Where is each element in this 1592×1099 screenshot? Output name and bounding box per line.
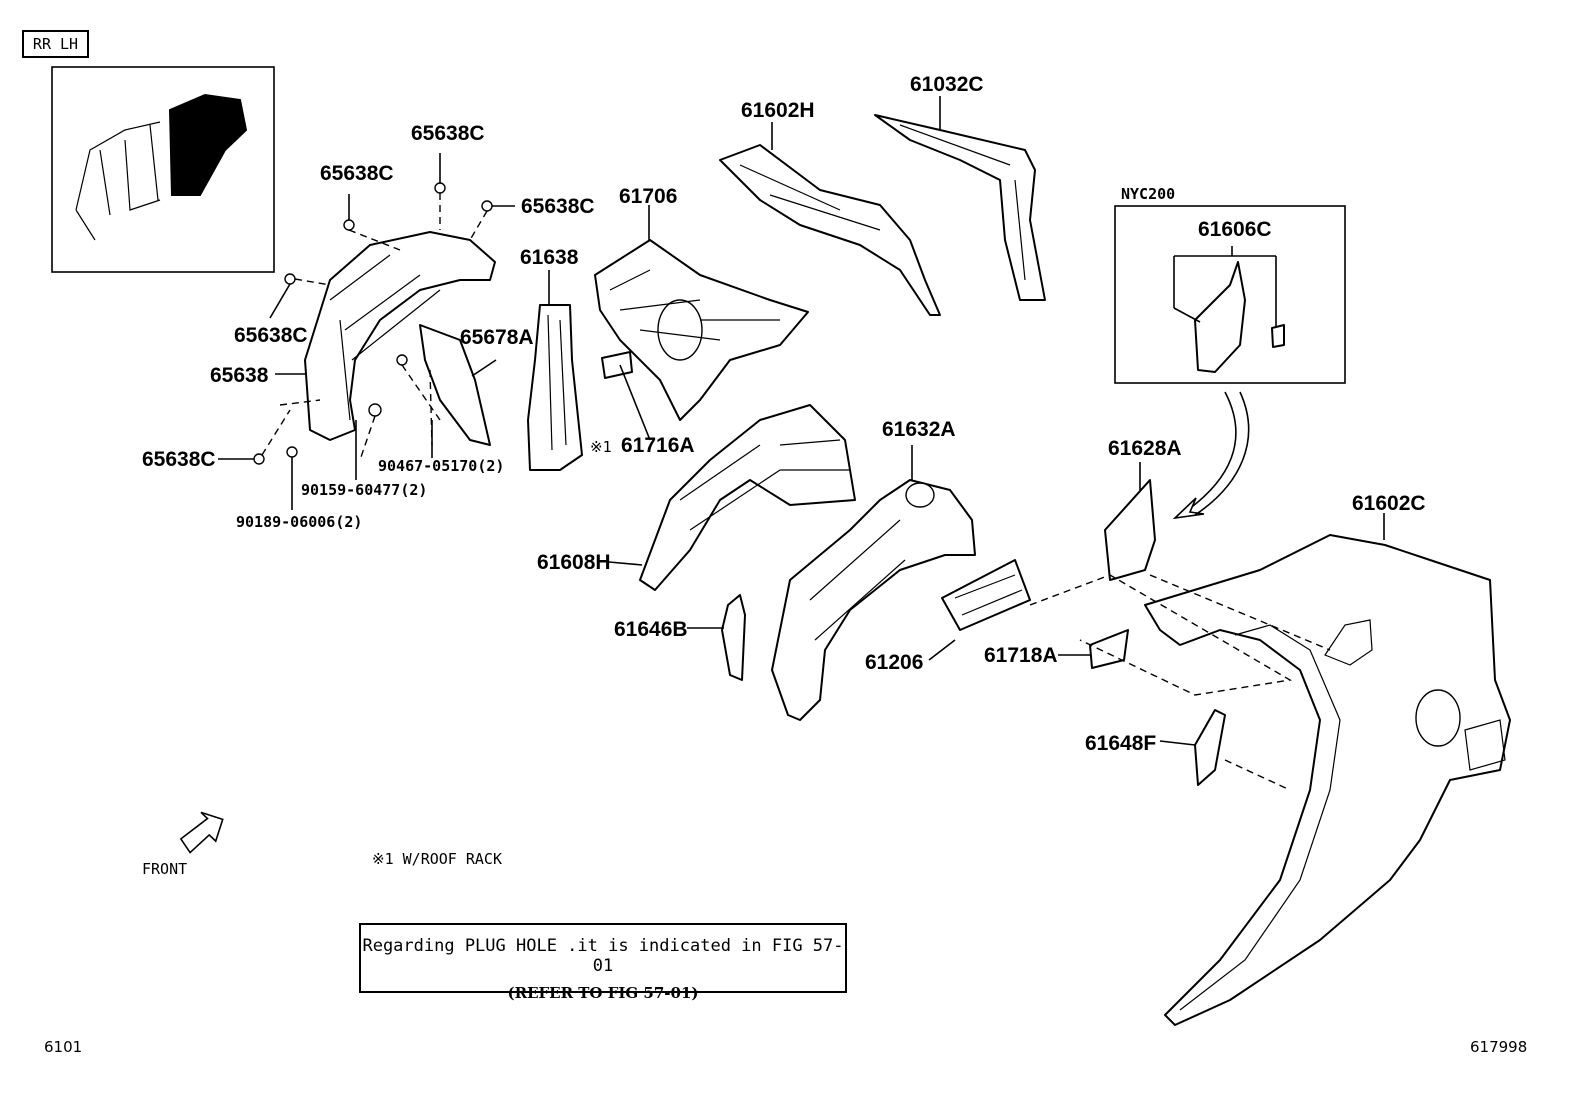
label-65638c-top: 65638C — [411, 122, 485, 145]
part-61602h-rail — [719, 122, 941, 316]
alignment-dashes — [1029, 574, 1331, 791]
label-61646b: 61646B — [614, 618, 688, 641]
label-61648f: 61648F — [1085, 732, 1156, 755]
inset-arrow — [1172, 391, 1250, 520]
part-61632a-wheelhouse-outer — [771, 445, 976, 721]
footer-left-code: 6101 — [44, 1038, 83, 1056]
part-61648f-brace — [1159, 709, 1226, 786]
label-65638c-bottom: 65638C — [142, 448, 216, 471]
note-line-2: (REFER TO FIG 57-01) — [507, 984, 699, 1002]
part-65638-fender-liner — [275, 231, 496, 441]
front-label: FRONT — [142, 860, 187, 878]
label-90159: 90159-60477(2) — [301, 481, 427, 499]
label-nyc200: NYC200 — [1121, 185, 1175, 203]
front-arrow-icon — [179, 811, 224, 854]
part-61646b-brace — [687, 594, 746, 681]
part-61032c-rail — [874, 96, 1046, 301]
label-61032c: 61032C — [910, 73, 984, 96]
label-90467: 90467-05170(2) — [378, 457, 504, 475]
part-65678a-mudguard — [419, 324, 497, 446]
part-61628a-bracket — [1104, 462, 1156, 581]
footnote-roof-rack: ※1 W/ROOF RACK — [372, 850, 502, 868]
part-61638-pillar — [527, 270, 583, 471]
label-61628a: 61628A — [1108, 437, 1182, 460]
footer-right-code: 617998 — [1470, 1038, 1528, 1056]
part-61608h-wheelhouse-inner — [608, 404, 856, 591]
label-61716a-mark: ※1 — [590, 438, 612, 456]
view-label: RR LH — [32, 35, 79, 53]
nyc200-inset — [1114, 205, 1346, 384]
label-61606c: 61606C — [1198, 218, 1272, 241]
part-61706-inner-panel — [594, 205, 809, 421]
label-61718a: 61718A — [984, 644, 1058, 667]
label-65638c-left-upper: 65638C — [320, 162, 394, 185]
label-61716a: 61716A — [621, 434, 695, 457]
fastener-leaders — [261, 193, 488, 461]
label-61638: 61638 — [520, 246, 579, 269]
fastener-label-leaders — [291, 420, 433, 510]
label-61632a: 61632A — [882, 418, 956, 441]
plug-hole-note: Regarding PLUG HOLE .it is indicated in … — [359, 923, 847, 1002]
label-65638: 65638 — [210, 364, 269, 387]
label-61206: 61206 — [865, 651, 923, 674]
view-label-box: RR LH — [22, 30, 89, 58]
label-61602h: 61602H — [741, 99, 815, 122]
label-61602c: 61602C — [1352, 492, 1426, 515]
part-61206-plate — [928, 559, 1031, 661]
locator-inset — [51, 66, 275, 273]
label-65638c-right: 65638C — [521, 195, 595, 218]
note-line-1: Regarding PLUG HOLE .it is indicated in … — [362, 936, 844, 976]
label-65678a: 65678A — [460, 326, 534, 349]
part-61602c-quarter-panel — [1144, 513, 1511, 1026]
label-61706: 61706 — [619, 185, 677, 208]
part-61718a-bracket — [1058, 629, 1129, 669]
label-65638c-left-mid: 65638C — [234, 324, 308, 347]
part-61716a-bracket — [601, 351, 651, 441]
label-90189: 90189-06006(2) — [236, 513, 362, 531]
label-61608h: 61608H — [537, 551, 611, 574]
